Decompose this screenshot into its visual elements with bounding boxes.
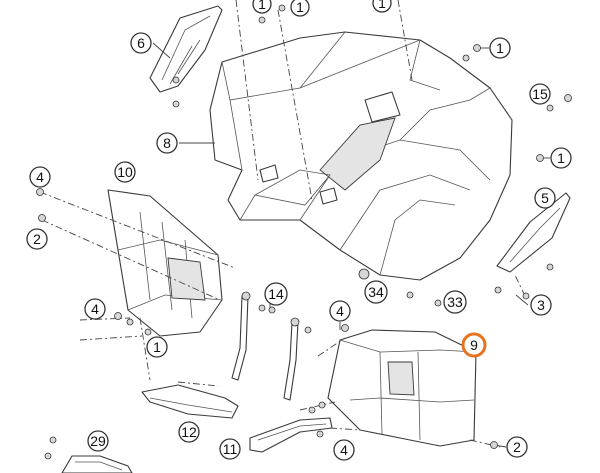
part-9-right-panel	[327, 329, 477, 447]
part-11-bracket	[249, 417, 333, 453]
svg-text:1: 1	[557, 150, 565, 166]
callout-1: 1	[252, 0, 272, 14]
callout-4: 4	[333, 439, 355, 461]
callout-1: 1	[372, 0, 392, 13]
part-6-side-cover	[149, 5, 223, 93]
svg-text:29: 29	[90, 433, 106, 449]
part-29-fragment	[61, 455, 133, 473]
svg-text:1: 1	[296, 0, 304, 15]
leader-lines	[152, 42, 550, 448]
callout-1: 1	[146, 336, 168, 358]
svg-text:1: 1	[153, 339, 161, 355]
fasteners	[36, 4, 572, 460]
svg-text:34: 34	[368, 284, 384, 300]
svg-text:1: 1	[378, 0, 386, 11]
svg-text:1: 1	[258, 0, 266, 12]
part-5-side-plate	[496, 192, 571, 273]
svg-text:11: 11	[223, 441, 238, 457]
callout-1: 1	[550, 147, 572, 169]
svg-text:15: 15	[532, 86, 548, 102]
callout-2: 2	[26, 228, 48, 250]
svg-text:9: 9	[470, 337, 478, 353]
svg-text:3: 3	[537, 297, 545, 313]
svg-text:14: 14	[268, 286, 284, 302]
callout-11: 11	[219, 438, 241, 460]
callout-8: 8	[156, 132, 178, 154]
callout-6: 6	[130, 32, 152, 54]
svg-text:4: 4	[36, 169, 44, 185]
part-12-bracket	[141, 384, 239, 419]
callout-3: 3	[530, 294, 552, 316]
callout-15: 15	[529, 83, 551, 105]
part-8-rear-body	[209, 31, 513, 281]
callout-4: 4	[84, 298, 106, 320]
svg-text:10: 10	[117, 164, 133, 180]
callout-33: 33	[443, 290, 467, 314]
callout-34: 34	[364, 280, 388, 304]
svg-text:1: 1	[496, 40, 504, 56]
callout-14: 14	[264, 282, 288, 306]
callout-4: 4	[329, 300, 351, 322]
svg-text:8: 8	[163, 135, 171, 151]
part-14-rods	[231, 291, 300, 401]
callout-1: 1	[489, 37, 511, 59]
callout-5: 5	[534, 187, 556, 209]
svg-text:12: 12	[181, 424, 197, 440]
svg-text:33: 33	[447, 294, 463, 310]
svg-text:2: 2	[513, 439, 521, 455]
callout-10: 10	[114, 161, 136, 183]
callouts: 6 1 1 1 1 8 15 1	[26, 0, 572, 461]
svg-text:4: 4	[340, 442, 348, 458]
svg-text:4: 4	[91, 301, 99, 317]
callout-12: 12	[178, 421, 200, 443]
part-10-left-panel	[107, 189, 223, 337]
callout-1: 1	[290, 0, 310, 17]
callout-29: 29	[87, 430, 109, 452]
callout-2: 2	[506, 436, 528, 458]
svg-text:4: 4	[336, 303, 344, 319]
svg-text:2: 2	[33, 231, 41, 247]
callout-9-highlighted: 9	[461, 332, 487, 358]
callout-4: 4	[29, 166, 51, 188]
svg-text:6: 6	[137, 35, 145, 51]
svg-text:5: 5	[541, 190, 549, 206]
